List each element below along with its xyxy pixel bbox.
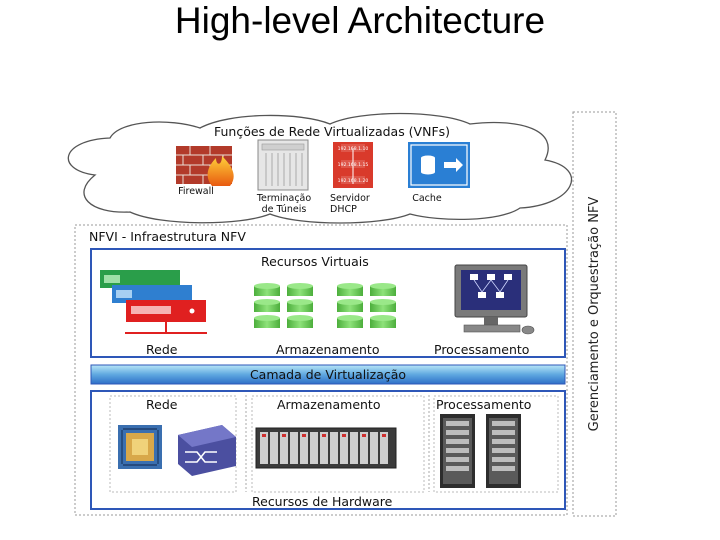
cache-icon xyxy=(408,142,470,188)
network-chip-icon xyxy=(118,425,162,469)
cache-label: Cache xyxy=(412,193,442,204)
hardware-storage-label: Armazenamento xyxy=(277,397,381,412)
tunnel-label-line2: de Túneis xyxy=(261,204,307,215)
dhcp-ip-label: 192.168.1.15 xyxy=(338,162,369,168)
orchestration-label: Gerenciamento e Orquestração NFV xyxy=(587,197,602,432)
virtual-resources-title: Recursos Virtuais xyxy=(261,254,369,269)
slide-title: High-level Architecture xyxy=(174,0,546,41)
virtualization-layer-label: Camada de Virtualização xyxy=(249,367,407,382)
vnf-cloud xyxy=(67,112,573,224)
tunnel-label-line1: Terminação xyxy=(256,193,312,204)
firewall-label: Firewall xyxy=(178,186,214,197)
server-tower-icon xyxy=(486,414,521,488)
dhcp-label-line2: DHCP xyxy=(330,204,357,215)
virtual-storage-label: Armazenamento xyxy=(276,342,380,357)
virtual-compute-label: Processamento xyxy=(434,342,530,357)
dhcp-ip-label: 192.168.1.10 xyxy=(338,146,369,152)
virtualization-layer-bar xyxy=(90,364,566,385)
tunnel-label: Terminação de Túneis xyxy=(248,193,320,215)
network-switch-icon xyxy=(178,425,236,476)
server-chassis-icon xyxy=(257,139,309,191)
nfvi-box xyxy=(74,224,568,516)
virtual-network-label: Rede xyxy=(146,342,178,357)
nfvi-title: NFVI - Infraestrutura NFV xyxy=(89,229,246,244)
hardware-compute-label: Processamento xyxy=(436,397,532,412)
server-tower-icon xyxy=(440,414,475,488)
storage-array-icon xyxy=(255,427,397,469)
virtual-storage-icon xyxy=(254,283,396,328)
hardware-network-label: Rede xyxy=(146,397,178,412)
hardware-resources-title: Recursos de Hardware xyxy=(252,494,393,509)
dhcp-server-icon xyxy=(333,142,373,188)
vnf-title: Funções de Rede Virtualizadas (VNFs) xyxy=(214,124,451,139)
computer-monitor-icon xyxy=(454,264,535,335)
orchestration-box xyxy=(572,111,617,517)
dhcp-ip-label: 192.168.1.20 xyxy=(338,178,369,184)
virtual-resources-panel xyxy=(90,248,566,358)
dhcp-label: Servidor DHCP xyxy=(330,193,380,215)
virtual-network-icon xyxy=(100,270,207,334)
dhcp-label-line1: Servidor xyxy=(330,193,370,204)
firewall-icon xyxy=(176,146,234,186)
hardware-resources-panel xyxy=(90,390,566,510)
